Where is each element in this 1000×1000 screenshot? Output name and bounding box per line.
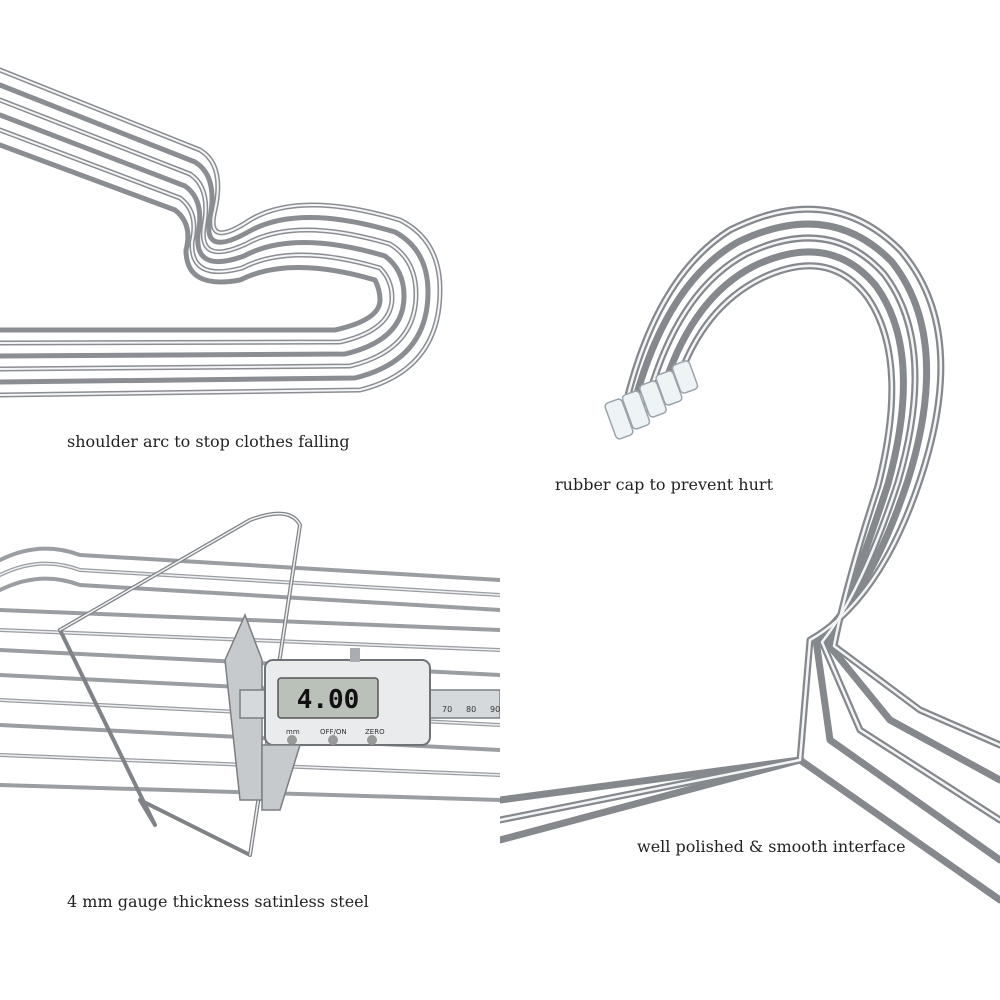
zero-button xyxy=(367,735,377,745)
mm-button xyxy=(287,735,297,745)
scale-70: 70 xyxy=(442,705,452,714)
rubber-cap-caption: rubber cap to prevent hurt xyxy=(555,475,773,494)
caliper-illustration: 4.00 mm OFF/ON ZERO 70 80 90 xyxy=(0,511,500,857)
gauge-caption: 4 mm gauge thickness satinless steel xyxy=(67,892,369,911)
on-off-label: OFF/ON xyxy=(320,728,347,736)
zero-label: ZERO xyxy=(365,728,385,736)
hanger-hook-illustration xyxy=(500,205,1000,904)
polish-caption: well polished & smooth interface xyxy=(637,837,906,856)
shoulder-caption: shoulder arc to stop clothes falling xyxy=(67,432,350,451)
hook-photo: rubber cap to prevent hurt well polished… xyxy=(500,0,1000,1000)
on-off-button xyxy=(328,735,338,745)
lcd-reading: 4.00 xyxy=(297,685,360,715)
hanger-shoulder-illustration xyxy=(0,67,443,398)
caliper-photo: 4.00 mm OFF/ON ZERO 70 80 90 4 mm gauge … xyxy=(0,500,500,1000)
rubber-caps xyxy=(604,360,699,440)
caliper: 4.00 mm OFF/ON ZERO 70 80 90 xyxy=(224,613,500,811)
scale-80: 80 xyxy=(466,705,476,714)
shoulder-arc-photo: shoulder arc to stop clothes falling xyxy=(0,0,500,500)
scale-90: 90 xyxy=(490,705,500,714)
unit-label: mm xyxy=(286,728,300,736)
